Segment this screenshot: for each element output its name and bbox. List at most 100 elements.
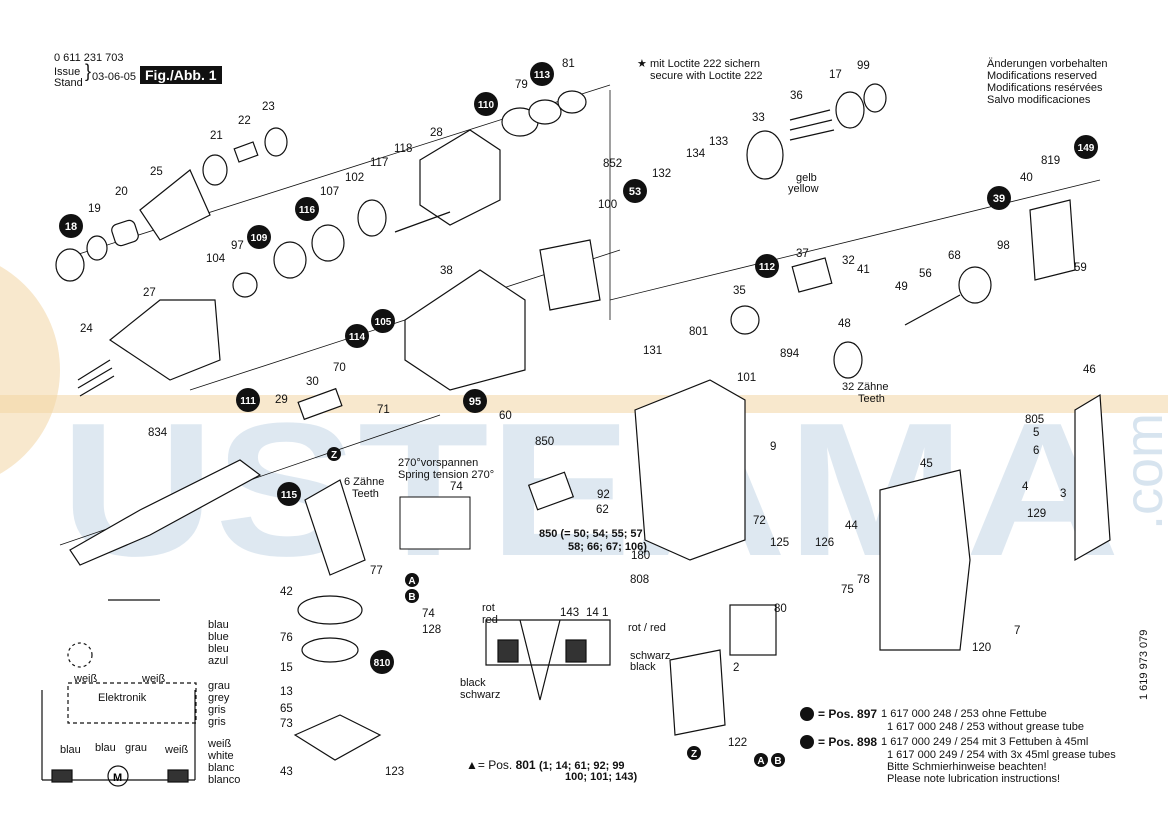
mod-line-es: Salvo modificaciones — [987, 94, 1091, 106]
modifications-note: Änderungen vorbehalten Modifications res… — [987, 58, 1107, 106]
loctite-line2: secure with Loctite 222 — [650, 70, 763, 82]
label-42: 42 — [280, 586, 293, 598]
rot-label: rot — [482, 602, 495, 614]
badge-810: 810 — [369, 649, 395, 680]
spring-tension-en: Spring tension 270° — [398, 469, 495, 481]
part-42-fan — [297, 595, 363, 625]
part-19-ring — [86, 235, 108, 261]
label-97: 97 — [231, 240, 244, 252]
label-133: 133 — [709, 136, 729, 148]
svg-text:115: 115 — [281, 490, 298, 501]
label-68: 68 — [948, 250, 961, 262]
pos850-line2: 58; 66; 67; 106) — [568, 541, 647, 553]
label-48: 48 — [838, 318, 851, 330]
svg-text:109: 109 — [251, 233, 268, 244]
label-56: 56 — [919, 268, 932, 280]
mod-line-fr: Modifications resérvées — [987, 82, 1103, 94]
part-76-gear — [301, 637, 359, 663]
label-120: 120 — [972, 642, 992, 654]
pos897-label: = Pos. 897 — [818, 707, 878, 721]
teeth-6-en: Teeth — [352, 488, 379, 500]
lubrication-de: Bitte Schmierhinweise beachten! — [887, 761, 1047, 773]
label-62: 62 — [596, 504, 609, 516]
part-104-ring — [232, 272, 258, 298]
red-label: red — [482, 614, 498, 626]
part-23-ring — [264, 127, 288, 157]
weiss-left-label: weiß — [74, 673, 98, 685]
connector-b-top: B — [404, 588, 420, 609]
label-22: 22 — [238, 115, 251, 127]
color-yellow-en: yellow — [788, 183, 819, 195]
svg-text:110: 110 — [478, 100, 495, 111]
label-180: 180 — [631, 550, 651, 562]
front-assembly — [55, 127, 288, 397]
pos801-line2: 100; 101; 143) — [565, 771, 638, 783]
label-850: 850 — [535, 436, 555, 448]
spring-tension-de: 270°vorspannen — [398, 457, 479, 469]
part-38-cylinder — [404, 269, 526, 391]
label-45: 45 — [920, 458, 933, 470]
part-18-washer — [55, 248, 85, 282]
elektronik-label: Elektronik — [98, 692, 147, 704]
badge-113: 113 — [529, 61, 555, 92]
brace-glyph: } — [85, 61, 92, 81]
part-68-bearing — [958, 266, 992, 304]
mod-line-en: Modifications reserved — [987, 70, 1098, 82]
label-805: 805 — [1025, 414, 1045, 426]
part-48-bevel-gear — [833, 341, 863, 379]
label-25: 25 — [150, 166, 163, 178]
label-72: 72 — [753, 515, 766, 527]
pos801-note: ▲= Pos. 801 (1; 14; 61; 92; 99 — [466, 758, 625, 772]
label-79: 79 — [515, 79, 528, 91]
part-20-sleeve — [111, 219, 139, 247]
label-852: 852 — [603, 158, 623, 170]
black-label-right: black — [630, 661, 656, 673]
svg-text:18: 18 — [65, 221, 77, 233]
filled-dot-icon — [800, 707, 814, 721]
label-43: 43 — [280, 766, 293, 778]
teeth-6-de: 6 Zähne — [344, 476, 385, 488]
label-65: 65 — [280, 703, 293, 715]
badge-115: 115 — [276, 481, 302, 512]
doc-number: 0 611 231 703 — [54, 52, 124, 64]
label-60: 60 — [499, 410, 512, 422]
label-23: 23 — [262, 101, 275, 113]
label-134: 134 — [686, 148, 706, 160]
teeth-32-en: Teeth — [858, 393, 885, 405]
label-100: 100 — [598, 199, 618, 211]
label-30: 30 — [306, 376, 319, 388]
label-126: 126 — [815, 537, 835, 549]
svg-text:149: 149 — [1078, 143, 1095, 154]
part-102-bearing — [357, 199, 387, 237]
label-98: 98 — [997, 240, 1010, 252]
part-100-flange — [539, 239, 601, 311]
part-834-spindle — [69, 459, 262, 566]
wiring-dashed-circle — [67, 642, 93, 668]
label-19: 19 — [88, 203, 101, 215]
part-801-gear-housing — [634, 379, 746, 561]
part-28-housing — [419, 129, 501, 226]
motor-label: M — [113, 772, 122, 784]
part-99-ring — [863, 83, 887, 113]
lubrication-en: Please note lubrication instructions! — [887, 773, 1061, 785]
label-74-inset: 74 — [450, 481, 463, 493]
label-107: 107 — [320, 186, 340, 198]
part-107b-seal — [311, 224, 345, 262]
schwarz-label-right: schwarz — [630, 650, 671, 662]
label-3: 3 — [1060, 488, 1067, 500]
label-44: 44 — [845, 520, 858, 532]
label-70: 70 — [333, 362, 346, 374]
part-35-bearing — [730, 305, 760, 335]
connector-a-bottom: A — [753, 752, 769, 773]
label-1-detail: 1 — [602, 607, 609, 619]
label-74: 74 — [422, 608, 435, 620]
label-6: 6 — [1033, 445, 1040, 457]
blau-bottom-left: blau — [60, 744, 81, 756]
label-122: 122 — [728, 737, 748, 749]
part-45-handle-housing — [879, 469, 971, 651]
label-101: 101 — [737, 372, 757, 384]
label-80: 80 — [774, 603, 787, 615]
label-14-detail: 14 — [586, 607, 599, 619]
label-24: 24 — [80, 323, 93, 335]
